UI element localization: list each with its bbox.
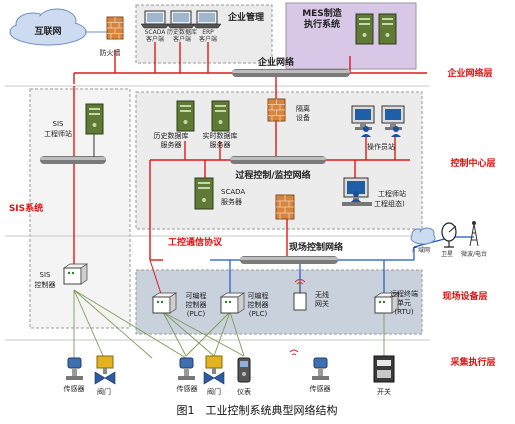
sis-controller-icon [62, 263, 89, 285]
scada-client-label: SCADA [145, 29, 167, 36]
mes-label: MES制造 [302, 7, 343, 19]
svg-text:网关: 网关 [315, 299, 329, 308]
scada-server-label: SCADA [221, 188, 245, 196]
engineer-station-icon [342, 177, 372, 206]
svg-text:(RTU): (RTU) [394, 308, 413, 316]
sis-eng-server-icon [85, 103, 104, 135]
svg-text:控制器: 控制器 [248, 300, 269, 309]
mes-server-icon [355, 13, 374, 45]
svg-text:(PLC): (PLC) [249, 310, 268, 318]
scada-client-laptop-icon [140, 10, 170, 29]
internet-label: 互联网 [34, 25, 61, 37]
wireless-gateway-icon [293, 279, 307, 311]
control-firewall-icon [275, 194, 295, 220]
enterprise-network-label: 企业网络 [257, 56, 294, 68]
operator-label: 操作员站 [367, 142, 395, 151]
valve-icon [94, 355, 116, 385]
switch-icon [373, 355, 395, 383]
plc1-icon [151, 292, 178, 314]
valve2-icon [203, 355, 225, 385]
figure-caption: 图1 工业控制系统典型网络结构 [177, 403, 338, 417]
control-center-layer-label: 控制中心层 [450, 157, 495, 169]
switch-label: 开关 [377, 387, 391, 396]
sensor-icon [66, 357, 83, 380]
satellite-label: 卫星 [441, 251, 453, 258]
sensor2-label: 传感器 [177, 384, 198, 393]
history-client-label: 历史数据库 [167, 28, 197, 36]
wireless-sensor-icon [289, 349, 329, 380]
svg-text:控制器: 控制器 [35, 280, 56, 289]
firewall-label: 防火墙 [100, 48, 121, 57]
svg-text:服务器: 服务器 [161, 140, 182, 149]
wan-label: 广域网 [412, 246, 430, 254]
rtu-label: 远程终端 [390, 289, 418, 298]
operator-person-icon [361, 126, 401, 137]
acquisition-layer-label: 采集执行层 [449, 356, 495, 368]
process-network-label: 过程控制/监控网络 [235, 169, 310, 181]
hist-server-icon [176, 100, 195, 132]
svg-text:服务器: 服务器 [210, 140, 231, 149]
microwave-label: 微波/电台 [461, 250, 487, 258]
valve2-label: 阀门 [207, 387, 221, 396]
protocol-label: 工控通信协议 [168, 236, 223, 248]
svg-text:工程组态): 工程组态) [374, 199, 405, 208]
operator-station-icon [351, 105, 405, 130]
sensor-label: 传感器 [64, 384, 85, 393]
valve-label: 阀门 [97, 387, 111, 396]
instrument-label: 仪表 [237, 387, 251, 396]
sis-eng-label: SIS [53, 120, 65, 128]
engineer-station-label: 工程师站 [378, 189, 406, 198]
wireless-gateway-label: 无线 [315, 290, 329, 299]
plc1-label: 可编程 [186, 291, 207, 300]
firewall-icon [106, 16, 124, 40]
wan-cloud-icon [410, 227, 436, 245]
scada-server-icon [194, 177, 214, 210]
field-device-layer-label: 现场设备层 [442, 290, 487, 302]
sis-network-bus [40, 156, 106, 164]
plc2-label: 可编程 [248, 291, 269, 300]
mes-server2-icon [378, 13, 397, 45]
sis-controller-label: SIS [40, 271, 52, 279]
enterprise-network-bus [232, 69, 350, 77]
svg-text:单元: 单元 [397, 298, 411, 307]
field-network-bus [240, 256, 338, 264]
field-wires [73, 289, 385, 359]
enterprise-layer-label: 企业网络层 [446, 67, 492, 79]
svg-text:(PLC): (PLC) [187, 310, 206, 318]
rt-server-icon [211, 100, 230, 132]
isolation-device-icon [267, 98, 286, 122]
isolation-device-label: 隔离 [296, 104, 310, 113]
plc2-icon [219, 292, 246, 314]
erp-client-laptop-icon [192, 10, 222, 29]
svg-text:客户端: 客户端 [199, 35, 217, 43]
svg-text:工程师站: 工程师站 [44, 129, 72, 138]
svg-text:客户端: 客户端 [173, 35, 191, 43]
satellite-dish-icon [441, 222, 457, 248]
sis-zone [29, 88, 131, 329]
radio-tower-icon [469, 221, 479, 247]
process-network-bus [230, 156, 326, 164]
wireless-sensor-label: 传感器 [310, 384, 331, 393]
erp-client-label: ERP [202, 29, 214, 36]
svg-text:客户端: 客户端 [146, 35, 164, 43]
sis-system-label: SIS系统 [9, 202, 43, 214]
instrument-icon [237, 357, 251, 383]
svg-text:控制器: 控制器 [186, 300, 207, 309]
svg-text:设备: 设备 [296, 113, 310, 122]
internet-cloud-icon [9, 8, 87, 46]
svg-text:执行系统: 执行系统 [304, 18, 340, 30]
history-client-laptop-icon [166, 10, 196, 29]
sensor2-icon [178, 357, 195, 380]
rtu-icon [373, 292, 400, 314]
svg-text:服务器: 服务器 [221, 197, 242, 206]
rt-server-label: 实时数据库 [203, 131, 238, 140]
enterprise-mgmt-label: 企业管理 [227, 11, 264, 23]
field-network-label: 现场控制网络 [289, 241, 343, 253]
hist-server-label: 历史数据库 [154, 131, 189, 140]
